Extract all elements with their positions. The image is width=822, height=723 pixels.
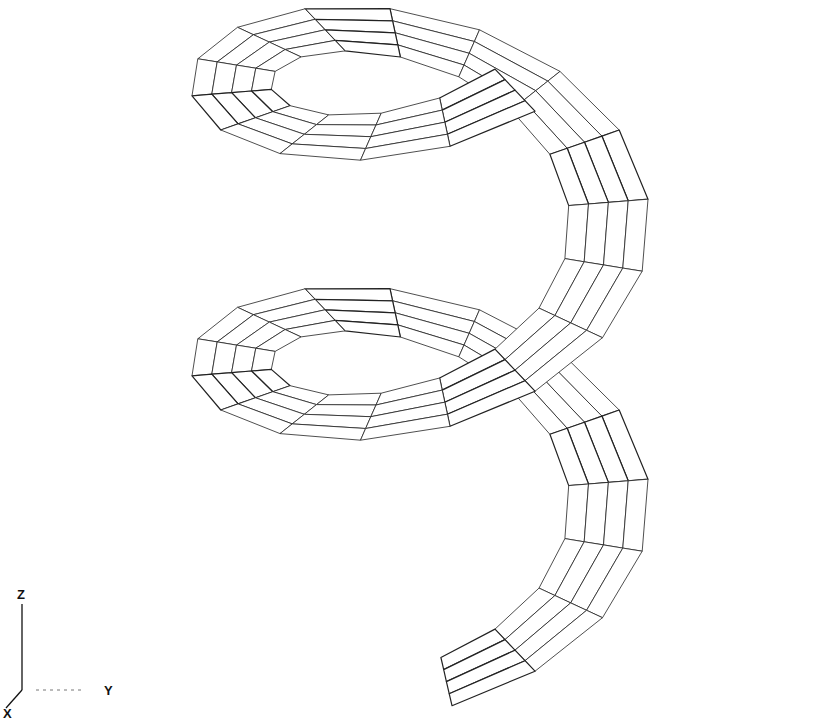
axis-label: Y [104, 684, 113, 697]
mesh-element [192, 94, 238, 130]
mesh-group [192, 9, 648, 706]
x-axis [6, 690, 22, 708]
mesh-element [221, 124, 292, 154]
mesh-element [256, 330, 301, 352]
mesh-element [623, 199, 648, 271]
mesh-element [550, 148, 589, 205]
mesh-element [192, 374, 238, 410]
mesh-element [398, 325, 464, 357]
mesh-element [280, 424, 366, 440]
mesh-element [447, 381, 535, 427]
axis-label: X [3, 707, 12, 720]
mesh-element [335, 40, 400, 57]
y-axis [36, 690, 84, 691]
mesh-element [550, 428, 589, 485]
mesh-element [525, 330, 603, 391]
mesh-element [361, 134, 451, 160]
mesh-element [252, 348, 276, 371]
mesh-element [449, 661, 535, 706]
mesh-element [317, 113, 382, 125]
mesh-element [623, 479, 648, 551]
mesh-element [361, 414, 451, 440]
mesh-element [317, 393, 382, 405]
z-axis [21, 604, 22, 690]
mesh-element [335, 320, 400, 337]
axis-label: Z [17, 588, 25, 601]
mesh-element [587, 268, 643, 338]
mesh-element [587, 548, 643, 618]
mesh-element [398, 45, 464, 77]
axis-triad [6, 604, 84, 708]
mesh-element [252, 68, 276, 91]
mesh-element [525, 610, 603, 671]
mesh-element [256, 50, 301, 72]
mesh-element [280, 144, 366, 160]
mesh-element [221, 404, 292, 434]
mesh-element [447, 101, 535, 147]
